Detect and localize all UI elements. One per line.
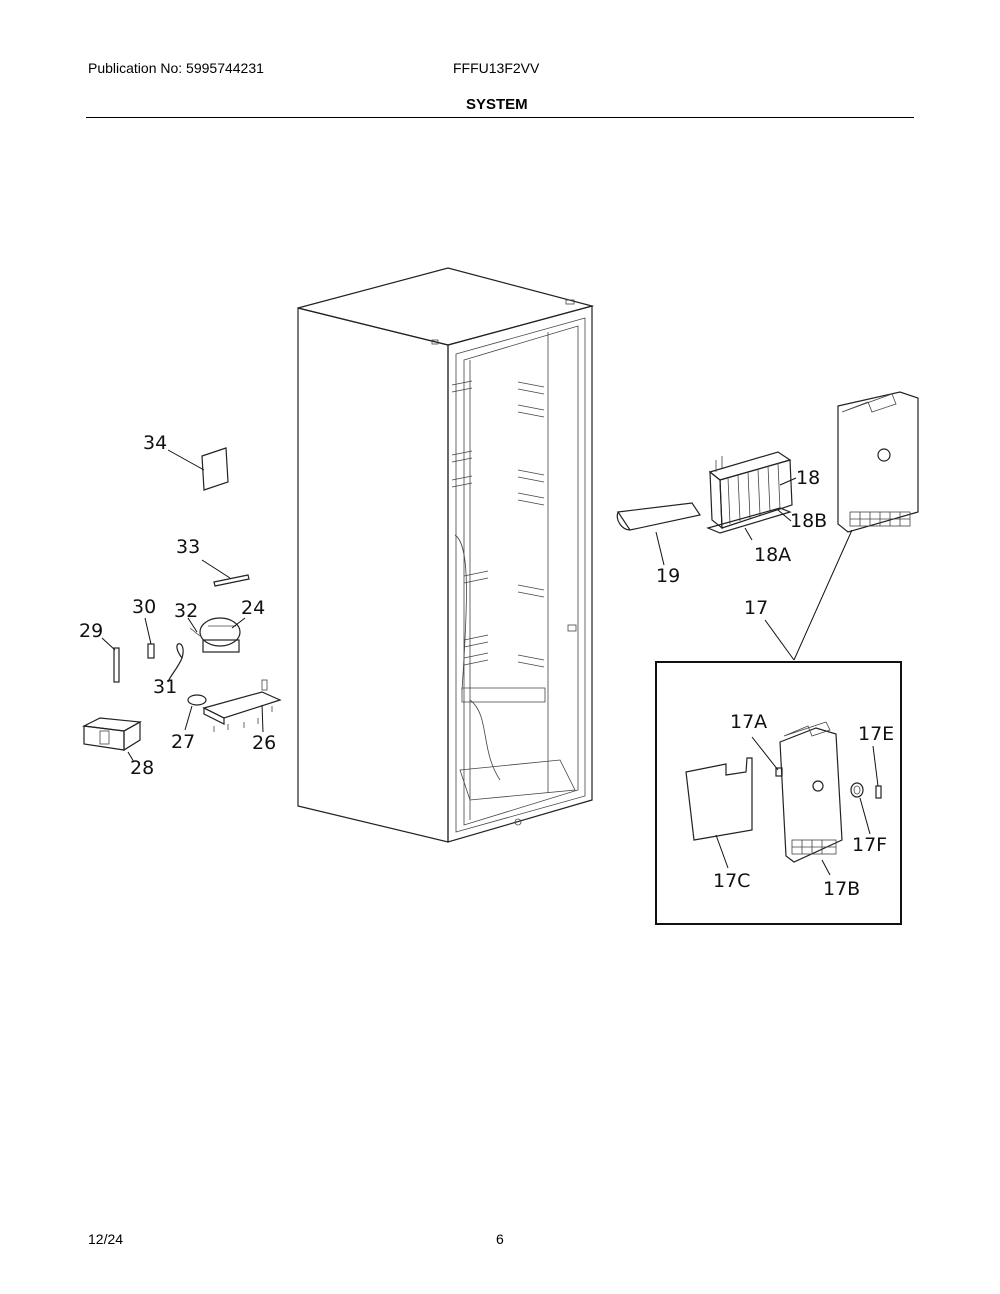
- callout-17a: 17A: [730, 711, 767, 733]
- callout-30: 30: [132, 596, 156, 618]
- part-28-tray: [81, 717, 142, 763]
- header-rule: [86, 117, 914, 118]
- callout-24: 24: [241, 597, 265, 619]
- part-33-tube: [201, 559, 250, 587]
- callout-17b: 17B: [823, 878, 860, 900]
- cabinet-drawing: [297, 267, 595, 843]
- section-title: SYSTEM: [466, 96, 528, 113]
- part-18-condenser: [706, 451, 797, 541]
- callout-17e: 17E: [858, 723, 894, 745]
- part-24-compressor: [199, 617, 246, 653]
- footer-date: 12/24: [88, 1231, 124, 1247]
- callout-34: 34: [143, 432, 167, 454]
- part-32-wire: [187, 617, 201, 637]
- part-29-drier: [101, 637, 120, 683]
- callout-28: 28: [130, 757, 154, 779]
- callout-31: 31: [153, 676, 177, 698]
- callout-18: 18: [796, 467, 820, 489]
- part-34-cover: [167, 447, 229, 491]
- callout-29: 29: [79, 620, 103, 642]
- callout-18b: 18B: [790, 510, 827, 532]
- callout-17f: 17F: [852, 834, 887, 856]
- callout-labels: 34 33 30 32 24 29 31 27 26 28 18 18B 18A…: [79, 432, 894, 900]
- callout-33: 33: [176, 536, 200, 558]
- callout-32: 32: [174, 600, 198, 622]
- callout-26: 26: [252, 732, 276, 754]
- callout-17c: 17C: [713, 870, 750, 892]
- model-number: FFFU13F2VV: [453, 60, 540, 76]
- detail-inset-box: [655, 661, 902, 925]
- callout-18a: 18A: [754, 544, 791, 566]
- publication-number: Publication No: 5995744231: [88, 60, 264, 76]
- part-17-fan-shroud: [764, 391, 919, 661]
- part-30-relay: [144, 617, 155, 659]
- page-number: 6: [496, 1231, 504, 1247]
- callout-17: 17: [744, 597, 768, 619]
- part-19-drain-pan: [616, 502, 701, 566]
- part-27-26-base: [184, 679, 282, 733]
- callout-19: 19: [656, 565, 680, 587]
- callout-27: 27: [171, 731, 195, 753]
- part-31-cord: [167, 643, 184, 683]
